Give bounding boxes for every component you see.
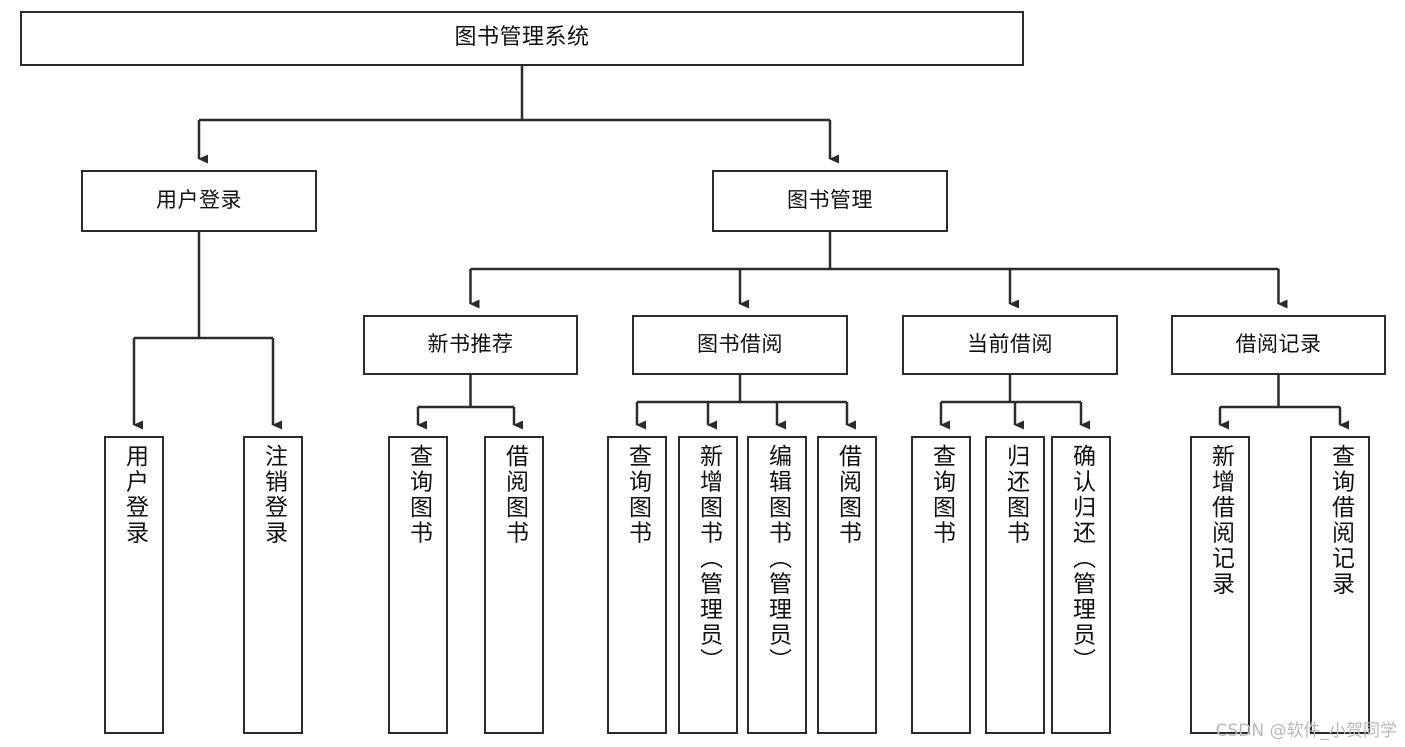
node-label-borrow-record: 借阅记录 — [1235, 332, 1322, 357]
node-label-leaf-confirm-return: 确认归还（管理员） — [1068, 444, 1095, 674]
node-label-root: 图书管理系统 — [454, 25, 590, 51]
node-leaf-query-book-borrow[interactable]: 查询图书 — [607, 436, 667, 734]
node-leaf-query-record[interactable]: 查询借阅记录 — [1310, 436, 1370, 734]
node-label-book-borrow: 图书借阅 — [697, 332, 783, 357]
node-label-leaf-add-book: 新增图书（管理员） — [695, 444, 722, 674]
node-label-leaf-logout: 注销登录 — [260, 444, 287, 546]
node-label-new-book-rec: 新书推荐 — [427, 332, 514, 357]
node-borrow-record[interactable]: 借阅记录 — [1171, 315, 1386, 375]
node-label-current-borrow: 当前借阅 — [967, 332, 1053, 357]
node-label-leaf-borrow-book-rec: 借阅图书 — [501, 444, 528, 546]
node-leaf-query-book-current[interactable]: 查询图书 — [911, 436, 971, 734]
node-label-leaf-query-book-borrow: 查询图书 — [624, 444, 651, 546]
node-label-leaf-query-record: 查询借阅记录 — [1327, 444, 1354, 597]
node-label-leaf-add-record: 新增借阅记录 — [1207, 444, 1234, 597]
node-label-leaf-query-book-current: 查询图书 — [928, 444, 955, 546]
node-current-borrow[interactable]: 当前借阅 — [902, 315, 1118, 375]
node-label-leaf-edit-book: 编辑图书（管理员） — [764, 444, 791, 674]
node-label-book-manage: 图书管理 — [787, 188, 873, 213]
watermark-text: CSDN @软件_小贺同学 — [1215, 721, 1397, 741]
node-leaf-return-book[interactable]: 归还图书 — [985, 436, 1045, 734]
node-label-leaf-query-book-rec: 查询图书 — [405, 444, 432, 546]
node-label-leaf-return-book: 归还图书 — [1002, 444, 1029, 546]
node-leaf-add-record[interactable]: 新增借阅记录 — [1190, 436, 1250, 734]
node-user-login[interactable]: 用户登录 — [81, 170, 317, 232]
node-leaf-edit-book[interactable]: 编辑图书（管理员） — [747, 436, 807, 734]
node-book-borrow[interactable]: 图书借阅 — [632, 315, 848, 375]
node-leaf-query-book-rec[interactable]: 查询图书 — [388, 436, 448, 734]
node-leaf-user-login[interactable]: 用户登录 — [104, 436, 164, 734]
node-label-user-login: 用户登录 — [156, 188, 242, 213]
node-label-leaf-borrow-book: 借阅图书 — [834, 444, 861, 546]
node-book-manage[interactable]: 图书管理 — [712, 170, 948, 232]
node-label-leaf-user-login: 用户登录 — [121, 444, 148, 546]
node-leaf-confirm-return[interactable]: 确认归还（管理员） — [1051, 436, 1111, 734]
node-leaf-logout[interactable]: 注销登录 — [243, 436, 303, 734]
node-new-book-rec[interactable]: 新书推荐 — [363, 315, 578, 375]
node-leaf-borrow-book[interactable]: 借阅图书 — [817, 436, 877, 734]
node-leaf-add-book[interactable]: 新增图书（管理员） — [678, 436, 738, 734]
node-root[interactable]: 图书管理系统 — [20, 11, 1024, 66]
node-leaf-borrow-book-rec[interactable]: 借阅图书 — [484, 436, 544, 734]
